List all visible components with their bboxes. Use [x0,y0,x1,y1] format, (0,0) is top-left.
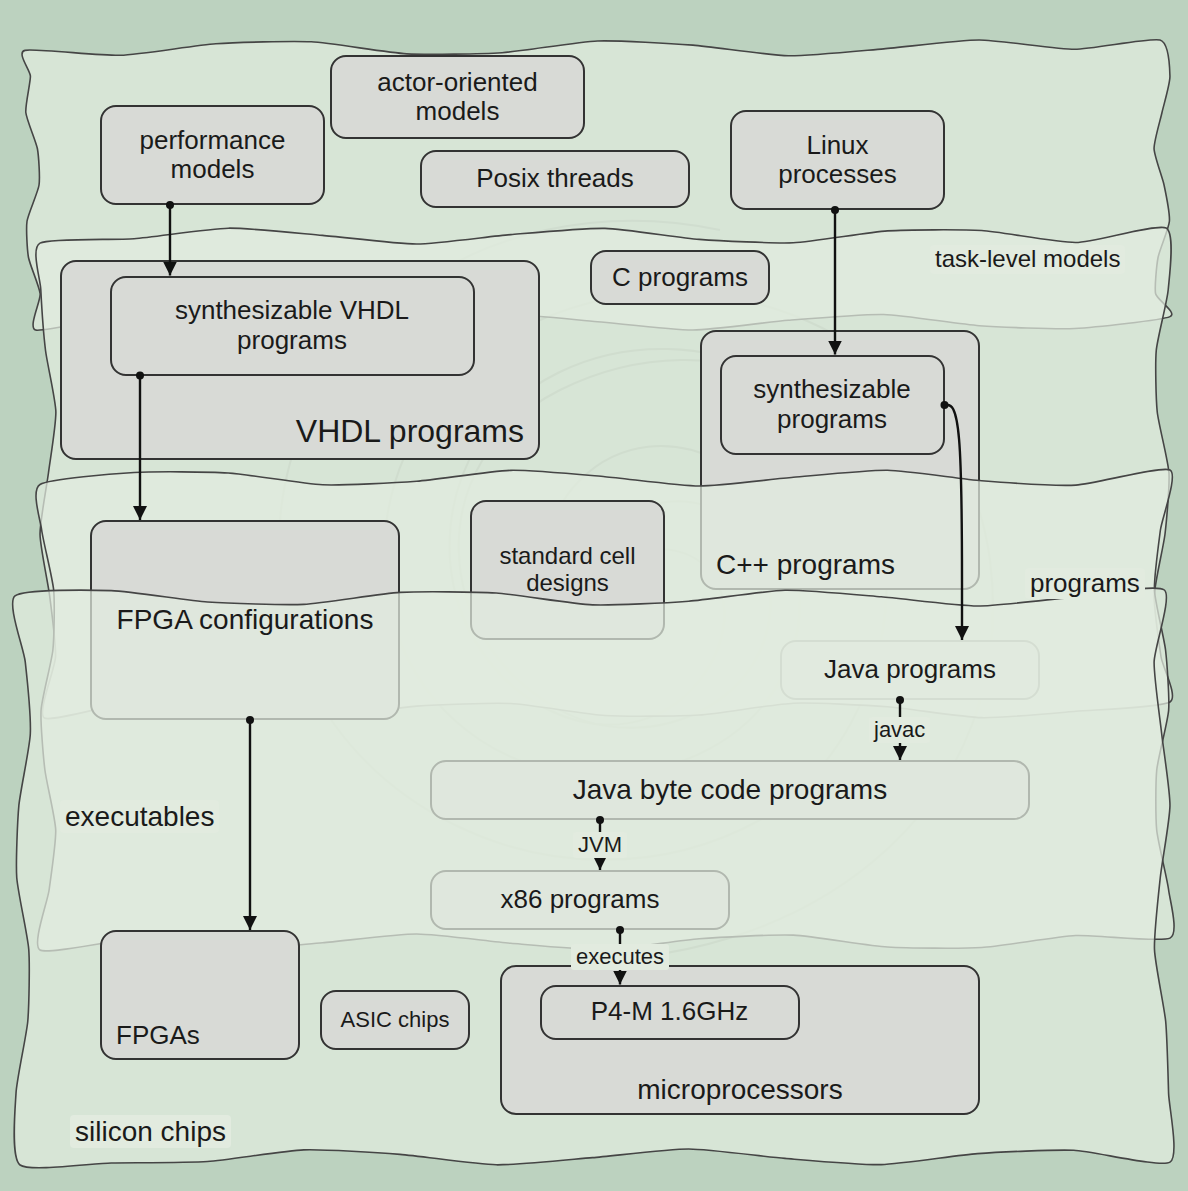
edge-label: javac [869,717,930,743]
region-label: FPGA configurations [117,604,374,635]
region-label: Linux processes [746,131,929,189]
edge-dot [166,201,174,209]
region-label: FPGAs [116,1021,200,1050]
region-box: synthesizable VHDL programs [110,276,475,376]
edge-label: executes [571,944,669,970]
connector-arrow [249,720,251,930]
edge-dot [896,696,904,704]
edge-dot [136,372,144,380]
region-label: P4-M 1.6GHz [591,997,749,1026]
region-label: x86 programs [501,885,660,914]
connector-arrow [169,205,171,276]
region-label: Posix threads [476,164,634,193]
region-box: VHDL programs synthesizable VHDL programs [60,260,540,460]
region-label: performance models [116,126,309,184]
region-box: actor-oriented models [330,55,585,139]
region-label: ASIC chips [341,1008,450,1033]
edge-dot [831,206,839,214]
region-label: microprocessors [637,1074,842,1105]
connector-arrow [945,405,963,640]
region-box: Linux processes [730,110,945,210]
layer-label: task-level models [930,245,1125,274]
connector-arrow [139,376,141,521]
region-box: C programs [590,250,770,305]
region-label: C programs [612,263,748,292]
region-label: VHDL programs [296,414,524,450]
region-label: Java programs [824,655,996,684]
region-label: actor-oriented models [346,68,569,126]
region-label: C++ programs [716,549,895,580]
region-box: microprocessors P4-M 1.6GHz [500,965,980,1115]
region-label: standard cell designs [486,543,649,597]
region-label: Java byte code programs [573,774,887,805]
edge-dot [596,816,604,824]
region-box: performance models [100,105,325,205]
region-label: synthesizable VHDL programs [126,296,459,354]
edge-dot [246,716,254,724]
region-label: synthesizable programs [736,375,929,433]
region-box: P4-M 1.6GHz [540,985,800,1040]
layer-label: programs [1025,568,1145,599]
edge-dot [941,401,949,409]
region-box: FPGAs [100,930,300,1060]
connector-arrow [834,210,836,355]
edge-dot [616,926,624,934]
region-box: synthesizable programs [720,355,945,455]
region-box: ASIC chips [320,990,470,1050]
layer-label: executables [60,800,219,833]
layer-sheet: silicon chips FPGAs ASIC chips microprocess… [15,590,1170,1165]
region-box: Posix threads [420,150,690,208]
sheet-edge [13,588,1174,1168]
layer-label: silicon chips [70,1115,231,1148]
edge-label: JVM [573,832,627,858]
